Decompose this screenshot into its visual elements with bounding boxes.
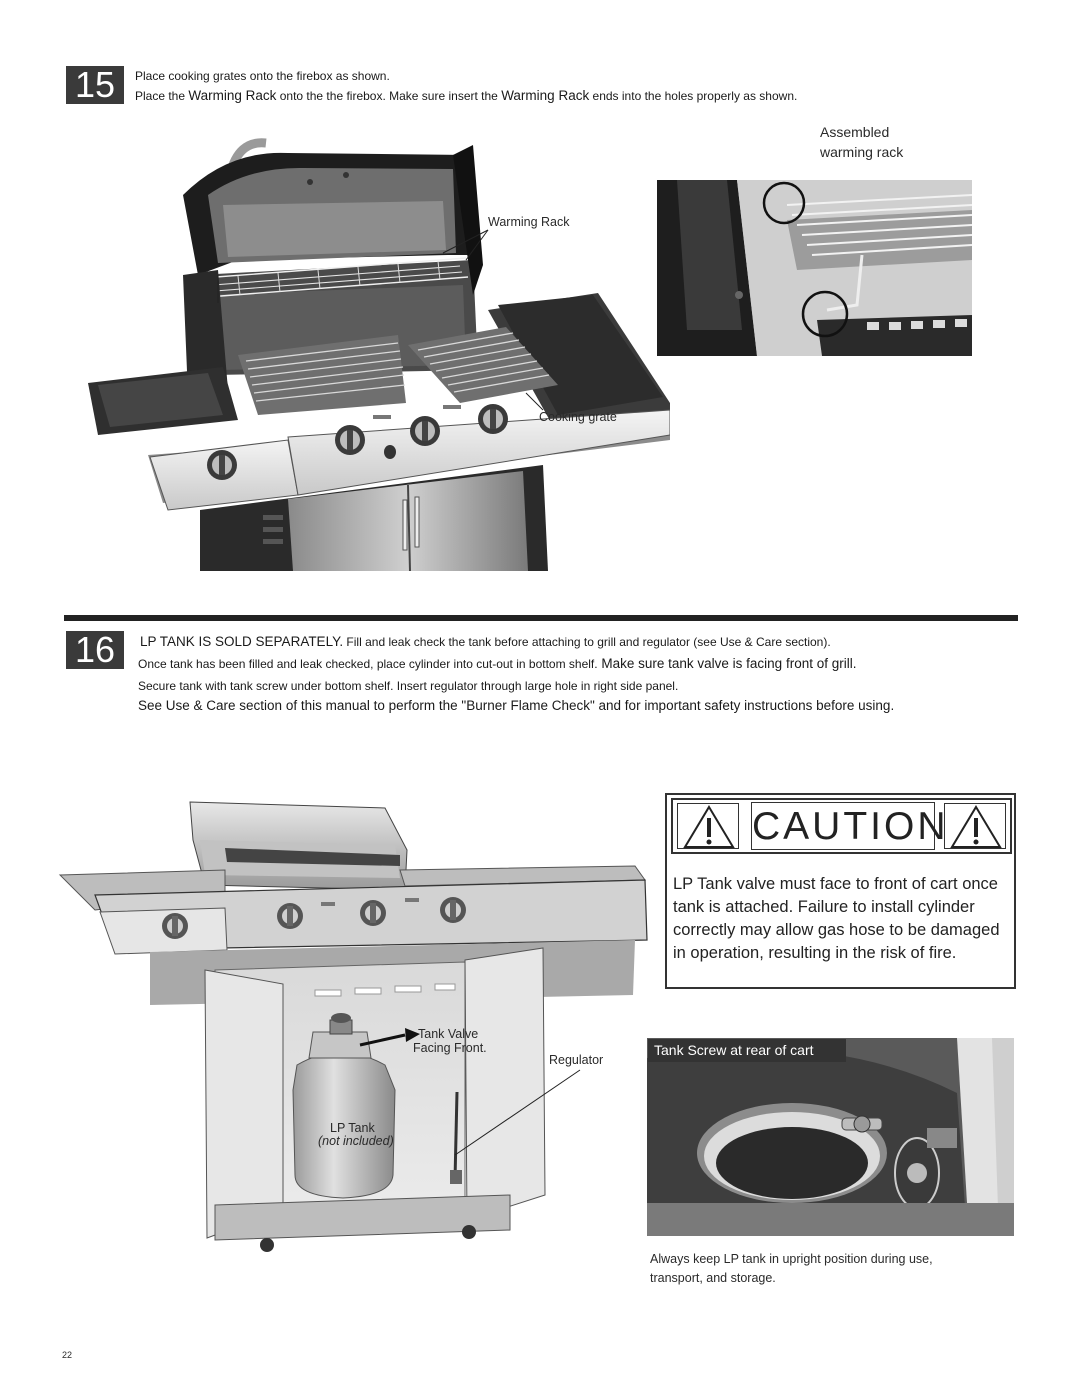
- regulator-label: Regulator: [549, 1053, 604, 1067]
- lp-tank-label: LP Tank: [330, 1121, 375, 1135]
- caution-box: CAUTION LP Tank valve must face to front…: [665, 793, 1016, 989]
- warming-rack-term: Warming Rack: [501, 88, 590, 103]
- step-16-line-2: Once tank has been filled and leak check…: [138, 654, 856, 674]
- step-15-line-2-part: onto the the firebox. Make sure insert t…: [276, 89, 502, 103]
- cooking-grate-label: Cooking grate: [539, 410, 617, 424]
- step-16-line-4: See Use & Care section of this manual to…: [138, 698, 895, 713]
- caution-header: CAUTION: [671, 798, 1012, 854]
- lp-tank-sold-separately: LP TANK IS SOLD SEPARATELY.: [140, 634, 344, 649]
- warning-triangle-left-cell: [677, 803, 739, 849]
- assembled-warming-rack-detail-photo: [657, 180, 972, 356]
- grill-lp-tank-illustration: [58, 801, 648, 1252]
- step-15-line-2-part: Place the: [135, 89, 189, 103]
- step-15-line-2-part: ends into the holes properly as shown.: [589, 89, 798, 103]
- tank-screw-photo: [647, 1038, 1014, 1236]
- section-divider: [64, 615, 1018, 621]
- warning-triangle-icon: [950, 805, 1002, 848]
- assembled-label-line-2: warming rack: [820, 144, 904, 160]
- tank-valve-label-line-1: Tank Valve: [418, 1027, 479, 1041]
- tank-valve-facing-front-note: Make sure tank valve is facing front of …: [597, 656, 857, 671]
- upright-note-line-2: transport, and storage.: [650, 1271, 776, 1285]
- step-16-line-1-part: Fill and leak check the tank before atta…: [343, 635, 831, 649]
- warning-triangle-icon: [683, 805, 735, 848]
- warming-rack-term: Warming Rack: [188, 88, 277, 103]
- assembled-label-line-1: Assembled: [820, 124, 890, 140]
- not-included-label: (not included): [318, 1134, 394, 1148]
- step-16-line-2-part: Once tank has been filled and leak check…: [138, 657, 598, 671]
- warning-triangle-right-cell: [944, 803, 1006, 849]
- tank-valve-label-line-2: Facing Front.: [413, 1041, 487, 1055]
- step-16-line-1: LP TANK IS SOLD SEPARATELY. Fill and lea…: [140, 632, 831, 652]
- step-15-line-1: Place cooking grates onto the firebox as…: [135, 69, 390, 83]
- step-16-line-3: Secure tank with tank screw under bottom…: [138, 679, 679, 693]
- page-number: 22: [62, 1350, 73, 1360]
- tank-screw-tag: Tank Screw at rear of cart: [648, 1039, 846, 1062]
- step-15-line-2: Place the Warming Rack onto the the fire…: [135, 86, 797, 106]
- caution-title: CAUTION: [751, 802, 946, 850]
- step-16-number: 16: [66, 631, 124, 669]
- warming-rack-label: Warming Rack: [488, 215, 570, 229]
- caution-text: LP Tank valve must face to front of cart…: [673, 875, 1000, 962]
- upright-note-line-1: Always keep LP tank in upright position …: [650, 1252, 933, 1266]
- step-15-number: 15: [66, 66, 124, 104]
- grill-warming-rack-illustration: [88, 135, 670, 571]
